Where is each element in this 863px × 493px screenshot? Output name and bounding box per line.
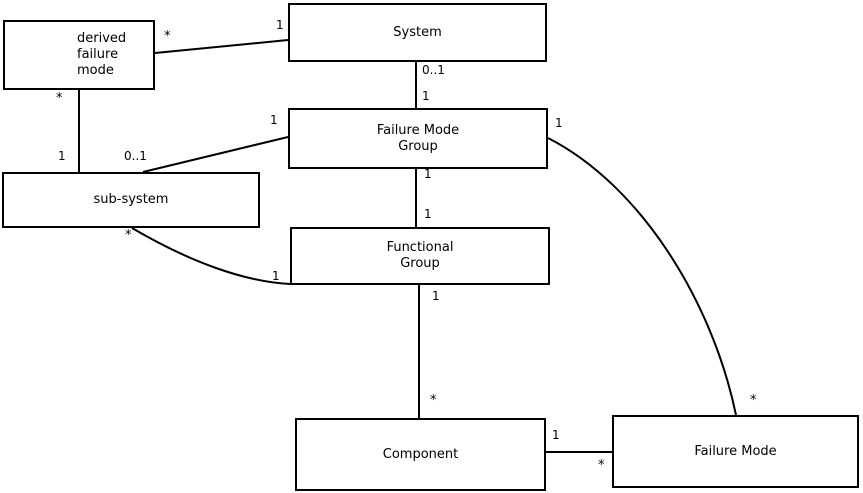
class-label-failure-mode-group: Failure Mode Group (376, 122, 460, 154)
mult-fmg-from-system-one: 1 (422, 89, 430, 103)
mult-system-from-dfm-one: 1 (276, 18, 284, 32)
mult-subsys-to-fg-star: * (125, 228, 132, 243)
mult-dfm-to-subsys-star: * (56, 91, 63, 106)
mult-fg-from-subsys-one: 1 (272, 269, 280, 283)
class-label-system: System (393, 24, 442, 40)
class-box-sub-system[interactable]: sub-system (2, 172, 260, 228)
class-label-sub-system: sub-system (93, 192, 169, 207)
mult-fm-from-fmg-star: * (750, 393, 757, 408)
connector-sub-system-functional-group (131, 227, 292, 285)
class-box-derived-failure-mode[interactable]: derived failure mode (3, 20, 155, 90)
class-box-failure-mode-group[interactable]: Failure Mode Group (288, 108, 548, 169)
class-label-functional-group: Functional Group (386, 240, 454, 271)
mult-fmg-to-fg-one: 1 (424, 167, 432, 181)
class-label-failure-mode: Failure Mode (694, 443, 777, 459)
mult-subsys-to-fmg-0-1: 0..1 (124, 149, 147, 163)
connector-failure-mode-group-failure-mode (547, 137, 737, 416)
connector-derived-failure-mode-system (154, 39, 289, 54)
mult-comp-from-fg-star: * (430, 393, 437, 408)
class-box-system[interactable]: System (288, 3, 547, 62)
mult-fg-to-comp-one: 1 (432, 289, 440, 303)
mult-subsys-from-dfm-one: 1 (58, 149, 66, 163)
class-label-derived-failure-mode: derived failure mode (77, 31, 127, 78)
mult-fm-from-comp-star: * (598, 458, 605, 473)
mult-comp-to-fm-one: 1 (552, 428, 560, 442)
connector-sub-system-failure-mode-group (142, 136, 289, 173)
class-box-failure-mode[interactable]: Failure Mode (612, 415, 859, 488)
class-box-component[interactable]: Component (295, 418, 546, 491)
mult-system-to-fmg-0-1: 0..1 (422, 63, 445, 77)
mult-fmg-to-fm-one: 1 (555, 116, 563, 130)
mult-dfm-to-system-star: * (164, 29, 171, 44)
mult-fg-from-fmg-one: 1 (424, 207, 432, 221)
mult-fmg-from-subsys-one: 1 (270, 113, 278, 127)
class-box-functional-group[interactable]: Functional Group (290, 227, 550, 285)
class-label-component: Component (382, 446, 459, 462)
